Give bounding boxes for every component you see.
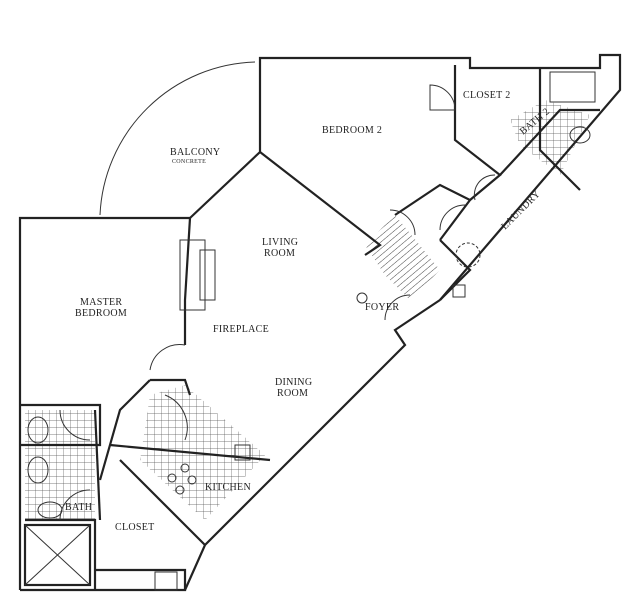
living-label-1: LIVING [262, 237, 298, 248]
dining-label-1: DINING [275, 377, 312, 388]
fireplace-label: FIREPLACE [213, 324, 269, 335]
door-swings [59, 61, 496, 521]
laundry-label: LAUNDRY [499, 189, 542, 232]
foyer-label: FOYER [365, 302, 399, 313]
closet-label: CLOSET [115, 522, 155, 533]
master-label-1: MASTER [80, 297, 122, 308]
bath2-tile [510, 100, 590, 175]
walls [18, 53, 622, 592]
balcony-label: BALCONY [170, 147, 220, 158]
foyer-hatch [365, 215, 440, 300]
master-label-2: BEDROOM [75, 308, 127, 319]
dining-label-2: ROOM [277, 388, 308, 399]
balcony-sublabel: CONCRETE [172, 159, 206, 165]
bedroom2-label: BEDROOM 2 [322, 125, 382, 136]
kitchen-label: KITCHEN [205, 482, 251, 493]
living-label-2: ROOM [264, 248, 295, 259]
kitchen-tile [140, 385, 265, 520]
fixtures [23, 71, 596, 591]
bath-label: BATH [65, 502, 92, 513]
closet2-label: CLOSET 2 [463, 90, 511, 101]
bath-tile [25, 410, 95, 520]
